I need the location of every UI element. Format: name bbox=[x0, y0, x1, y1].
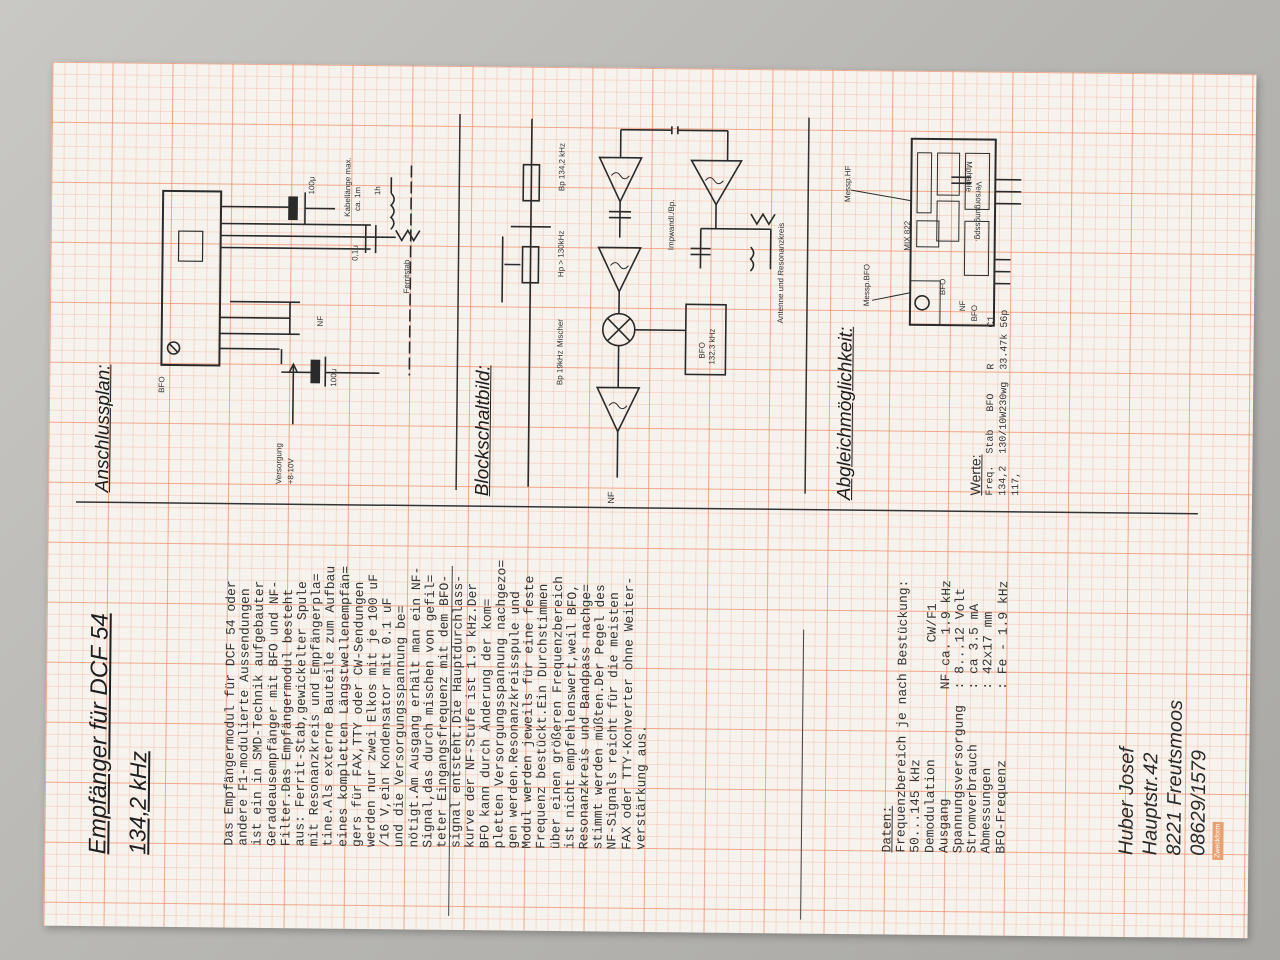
label-nf-board: NF bbox=[957, 300, 968, 312]
label-messp-hf: Messp.HF bbox=[843, 165, 853, 203]
label-kabel2: ca. 1m bbox=[353, 186, 363, 211]
label-kabel: Kabellänge max. bbox=[342, 157, 353, 217]
label-bp19: Bp 19kHz bbox=[555, 350, 565, 386]
label-nf-anschluss: NF bbox=[315, 315, 325, 327]
label-bp-top: Bp 134,2 kHz bbox=[557, 142, 567, 192]
label-bfo-board: BFO bbox=[938, 278, 948, 296]
label-coil: 1h bbox=[373, 186, 383, 196]
label-hp: Hp > 130kHz bbox=[556, 230, 566, 278]
label-mix: MIX 822 bbox=[902, 220, 912, 251]
label-impwandler: Impwandl./Bp. bbox=[666, 199, 677, 251]
label-messp-bfo: Messp.BFO bbox=[862, 263, 872, 307]
label-bfo-freq: 132,3 kHz bbox=[707, 328, 717, 365]
label-ferritstab: Ferritstab bbox=[402, 259, 412, 294]
label-cap2: 100μ bbox=[329, 368, 339, 387]
label-versorg: Versorgungsspg. bbox=[973, 181, 984, 242]
label-mischer: Mischer bbox=[555, 318, 565, 348]
schematics-drawing bbox=[75, 113, 1198, 920]
label-antenne: Antenne und Resonanzkreis bbox=[775, 222, 786, 324]
label-volt: +8-10V bbox=[286, 458, 296, 485]
sheet-content: Empfänger für DCF 54 134,2 kHz Das Empfä… bbox=[44, 62, 1257, 939]
label-versorgung: Versorgung bbox=[274, 443, 284, 485]
label-bfo2-board: BFO bbox=[969, 304, 980, 322]
label-cap3: 0,1μ bbox=[350, 245, 360, 261]
label-bfo: BFO bbox=[157, 376, 167, 393]
label-nf-block: NF bbox=[605, 491, 617, 504]
label-bfo-block: BFO bbox=[697, 342, 707, 359]
graph-paper-sheet: Empfänger für DCF 54 134,2 kHz Das Empfä… bbox=[43, 61, 1257, 939]
label-cap1: 100μ bbox=[307, 176, 317, 195]
label-mphable: Mphable bbox=[964, 161, 974, 193]
